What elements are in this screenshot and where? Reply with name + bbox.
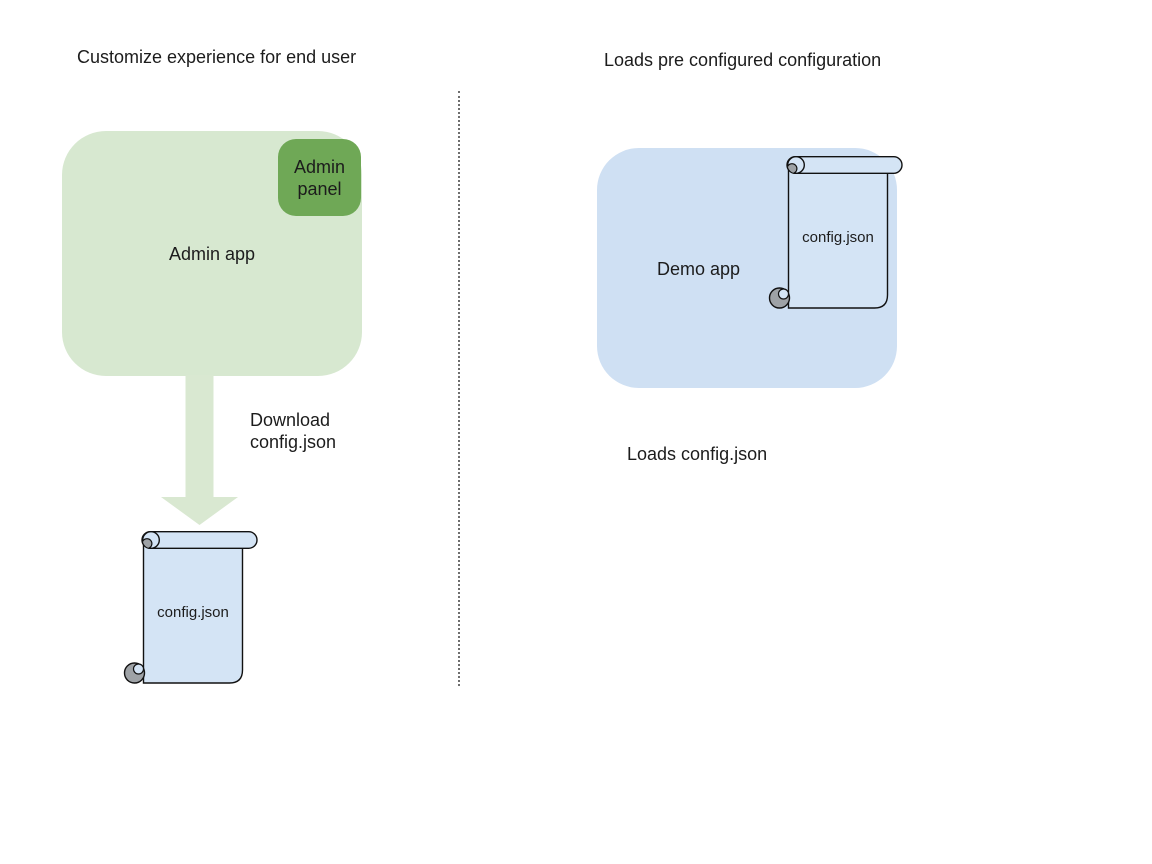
scroll-body	[787, 163, 889, 309]
loads-config-caption: Loads config.json	[627, 444, 768, 464]
admin-panel-badge: Admin panel	[278, 139, 361, 216]
scroll-bottom-curl-inner	[777, 288, 790, 300]
config-filename-label: config.json	[802, 229, 874, 246]
download-config-caption: Download config.json	[250, 410, 337, 452]
config-scroll-left: config.json	[123, 531, 258, 684]
admin-app-label: Admin app	[168, 243, 256, 264]
right-section-title: Loads pre configured configuration	[604, 50, 882, 70]
section-divider	[458, 91, 460, 686]
config-filename-label: config.json	[157, 604, 229, 621]
scroll-body	[142, 538, 244, 684]
demo-app-label: Demo app	[657, 259, 741, 279]
download-arrow-icon	[161, 375, 238, 525]
admin-panel-label: Admin panel	[293, 156, 346, 199]
scroll-bottom-curl-inner	[132, 663, 145, 675]
download-arrow-shape	[161, 375, 238, 525]
config-scroll-right: config.json	[768, 156, 903, 309]
left-section-title: Customize experience for end user	[77, 47, 357, 67]
